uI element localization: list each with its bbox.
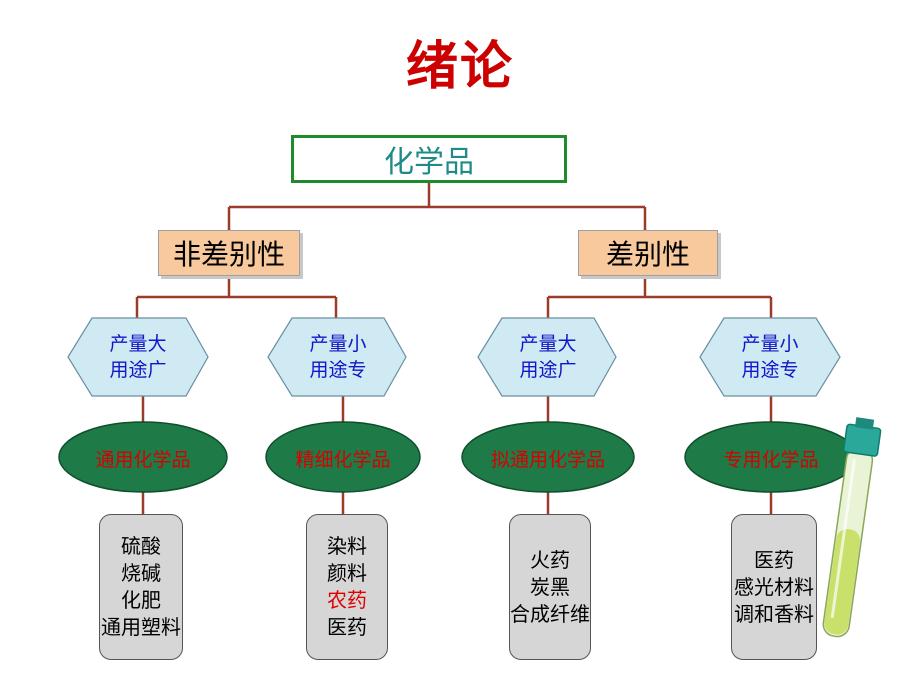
criteria-line: 用途广 — [109, 359, 167, 381]
example-item: 医药 — [327, 615, 367, 639]
example-item-highlighted: 农药 — [327, 588, 367, 612]
criteria-label: 产量小 用途专 — [700, 331, 840, 383]
criteria-line: 用途专 — [741, 359, 799, 381]
page-title: 绪论 — [405, 36, 514, 97]
criteria-diamond — [477, 317, 617, 397]
example-item: 火药 — [530, 547, 570, 572]
chemical-type-label: 拟通用化学品 — [490, 449, 605, 471]
criteria-diamond — [699, 317, 841, 397]
example-item: 化肥 — [121, 588, 161, 612]
criteria-line: 产量大 — [109, 333, 167, 355]
examples-card: 硫酸 烧碱 化肥 通用塑料 — [99, 514, 183, 660]
criteria-line: 用途广 — [519, 359, 577, 381]
criteria-line: 产量小 — [309, 333, 367, 355]
example-item: 烧碱 — [121, 561, 161, 585]
criteria-line: 产量小 — [741, 333, 799, 355]
example-item: 通用塑料 — [101, 615, 181, 639]
examples-card: 医药 感光材料 调和香料 — [731, 514, 817, 660]
criteria-diamond — [67, 317, 209, 397]
chemical-type-label: 专用化学品 — [723, 449, 819, 471]
chemical-type-label: 通用化学品 — [95, 449, 191, 471]
chemical-type-ellipse — [265, 421, 421, 493]
example-item: 硫酸 — [121, 534, 161, 558]
chemical-type-label: 精细化学品 — [295, 449, 391, 471]
chemical-type-ellipse — [461, 421, 635, 493]
category-non-differentiated: 非差别性 — [158, 230, 300, 276]
chemical-type-ellipse — [58, 421, 228, 493]
example-item: 合成纤维 — [510, 601, 590, 626]
example-item: 炭黑 — [530, 574, 570, 599]
criteria-diamond — [267, 317, 407, 397]
root-node: 化学品 — [291, 135, 567, 183]
criteria-label: 产量大 用途广 — [68, 331, 208, 383]
example-item: 染料 — [327, 534, 367, 558]
examples-card: 染料 颜料 农药 医药 — [306, 514, 388, 660]
criteria-label: 产量大 用途广 — [478, 331, 618, 383]
example-item: 感光材料 — [734, 574, 814, 599]
test-tube-icon — [822, 417, 882, 638]
example-item: 颜料 — [327, 561, 367, 585]
criteria-label: 产量小 用途专 — [268, 331, 408, 383]
example-item: 医药 — [754, 547, 794, 572]
category-differentiated: 差别性 — [578, 230, 718, 276]
criteria-line: 用途专 — [309, 359, 367, 381]
examples-card: 火药 炭黑 合成纤维 — [509, 514, 591, 660]
example-item: 调和香料 — [734, 601, 814, 626]
criteria-line: 产量大 — [519, 333, 577, 355]
